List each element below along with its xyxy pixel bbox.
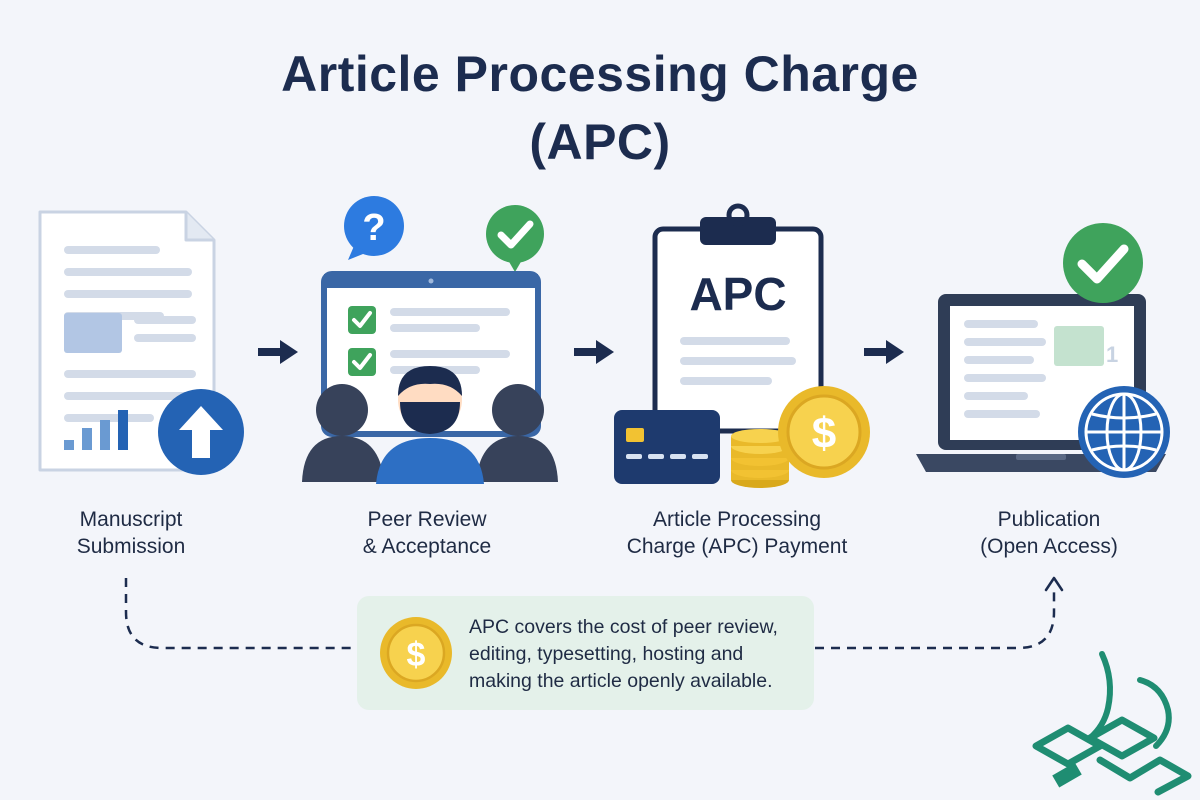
check-badge-icon xyxy=(1063,223,1143,303)
arrow-right-icon xyxy=(864,340,904,364)
apc-note-box: $ APC covers the cost of peer review, ed… xyxy=(357,596,814,710)
question-bubble-icon: ? xyxy=(344,196,404,260)
upload-icon xyxy=(158,389,244,475)
reviewers-icon xyxy=(302,366,558,484)
step-3-line-2: Charge (APC) Payment xyxy=(626,535,848,558)
step-2-line-2: & Acceptance xyxy=(362,535,492,558)
document-icon xyxy=(38,210,216,472)
dollar-symbol: $ xyxy=(812,409,836,458)
globe-icon xyxy=(1078,386,1170,478)
step-label-publication: Publication (Open Access) xyxy=(909,506,1189,560)
note-line-1: APC covers the cost of peer review, xyxy=(469,616,778,638)
apc-note-text: APC covers the cost of peer review, edit… xyxy=(469,614,809,695)
step-2-line-1: Peer Review xyxy=(367,508,487,531)
step-1-line-1: Manuscript xyxy=(79,508,183,531)
step-label-peer-review: Peer Review & Acceptance xyxy=(287,506,567,560)
diagram-title: Article Processing Charge (APC) xyxy=(0,40,1200,176)
step-4-line-2: (Open Access) xyxy=(980,535,1118,558)
check-badge-icon xyxy=(486,205,544,272)
arrow-right-icon xyxy=(258,340,298,364)
page-counter: 1 xyxy=(1106,342,1118,367)
step-4-line-1: Publication xyxy=(997,508,1101,531)
note-line-3: making the article openly available. xyxy=(469,670,773,692)
step-3-line-1: Article Processing xyxy=(652,508,822,531)
clipboard-apc-text: APC xyxy=(689,268,786,320)
step-label-manuscript-submission: Manuscript Submission xyxy=(0,506,271,560)
question-mark: ? xyxy=(362,207,385,249)
title-line-2: (APC) xyxy=(529,114,671,170)
note-dollar-symbol: $ xyxy=(407,636,426,674)
title-line-1: Article Processing Charge xyxy=(281,46,919,102)
coin-stack-icon xyxy=(731,429,789,488)
credit-card-icon xyxy=(614,410,720,484)
step-label-apc-payment: Article Processing Charge (APC) Payment xyxy=(597,506,877,560)
clipboard-icon: APC xyxy=(652,203,824,434)
step-1-line-2: Submission xyxy=(76,535,186,558)
logo-mark xyxy=(1032,651,1192,796)
dollar-coin-icon: $ xyxy=(778,386,870,478)
note-line-2: editing, typesetting, hosting and xyxy=(469,643,744,665)
monitor-icon xyxy=(321,271,541,437)
dollar-coin-icon: $ xyxy=(380,617,452,689)
bar-chart-icon xyxy=(64,410,128,450)
arrow-right-icon xyxy=(574,340,614,364)
